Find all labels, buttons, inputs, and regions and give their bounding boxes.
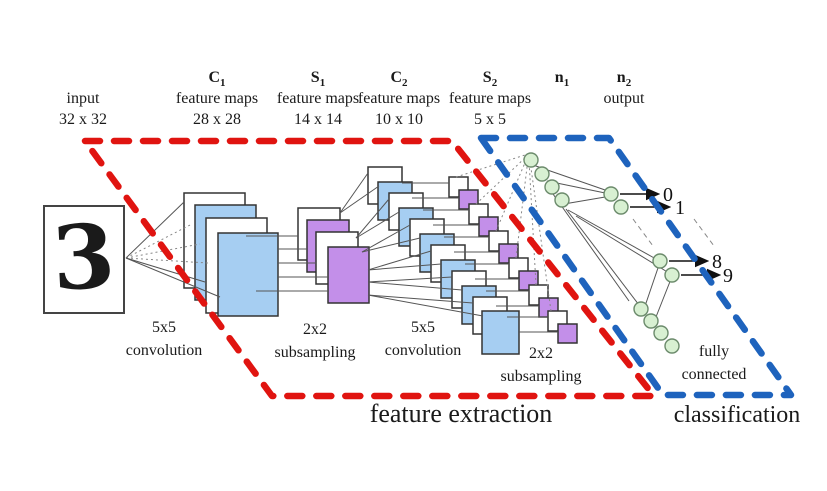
- connection-line: [361, 237, 421, 253]
- connection-line: [693, 218, 715, 247]
- connection-line: [125, 201, 185, 259]
- layer-symbol: n2: [616, 69, 632, 90]
- connection-line: [495, 157, 528, 232]
- n1-neuron: [633, 301, 649, 317]
- layer-symbol: C1: [208, 69, 226, 90]
- c2-feature-map: [481, 310, 520, 355]
- label-subsampling-1: 2x2 subsampling: [274, 321, 356, 361]
- feature-extraction-banner: feature extraction: [369, 399, 553, 428]
- n2-neuron: [603, 186, 619, 202]
- label-c2-column: C2 feature maps 10 x 10: [358, 67, 440, 130]
- connection-line: [563, 195, 612, 205]
- connection-line: [367, 250, 432, 271]
- layer-size: 10 x 10: [375, 111, 423, 128]
- connection-line: [653, 278, 672, 323]
- layer-size: 32 x 32: [59, 111, 107, 128]
- connection-line: [528, 159, 537, 286]
- feature-extraction-region: [81, 137, 658, 400]
- layer-symbol: C2: [390, 69, 408, 90]
- label-n1-column: n1: [555, 67, 569, 130]
- n1-neuron: [643, 313, 659, 329]
- label-input-column: input 32 x 32: [59, 67, 107, 130]
- n1-neuron: [523, 152, 539, 168]
- output-digit-label: 9: [723, 265, 733, 287]
- n1-neuron: [664, 338, 680, 354]
- classification-banner: classification: [673, 402, 801, 428]
- layer-size: 5 x 5: [474, 111, 506, 128]
- connection-line: [475, 156, 527, 205]
- connection-line: [529, 160, 552, 312]
- label-n2-column: n2 output: [604, 67, 645, 130]
- connection-line: [125, 257, 221, 298]
- connection-lines-layer: [125, 154, 715, 333]
- c1-feature-map: [217, 232, 279, 317]
- connection-line: [125, 223, 193, 259]
- label-s2-column: S2 feature maps 5 x 5: [449, 67, 531, 130]
- layer-symbol: n1: [554, 69, 570, 90]
- layer-desc: input: [66, 90, 100, 107]
- connection-line: [125, 257, 206, 283]
- connection-line: [355, 211, 400, 239]
- layer-symbol: S2: [482, 69, 498, 90]
- layer-desc: feature maps: [448, 90, 532, 107]
- connection-line: [367, 276, 453, 283]
- connection-line: [515, 158, 529, 259]
- connection-line: [643, 264, 660, 310]
- connection-line: [355, 198, 390, 239]
- neurons-layer: [523, 152, 680, 354]
- n1-neuron: [554, 192, 570, 208]
- layer-desc: feature maps: [276, 90, 360, 107]
- classification-region: [477, 134, 795, 399]
- connection-line: [565, 208, 640, 306]
- connection-line: [339, 172, 369, 214]
- connection-line: [361, 224, 411, 253]
- layer-size: [604, 109, 645, 130]
- layer-desc: output: [603, 90, 645, 107]
- layer-size: 14 x 14: [294, 111, 342, 128]
- feature-maps-layer: [183, 166, 578, 355]
- n1-neuron: [653, 325, 669, 341]
- label-fully-connected: fully connected: [681, 343, 747, 383]
- connection-line: [367, 281, 463, 291]
- connection-line: [552, 193, 630, 302]
- region-outlines-layer: [81, 134, 795, 400]
- input-image: 3: [43, 202, 125, 314]
- n2-neuron: [664, 267, 680, 283]
- label-subsampling-2: 2x2 subsampling: [500, 345, 582, 385]
- handwritten-digit: 3: [50, 202, 118, 311]
- label-convolution-1: 5x5 convolution: [125, 319, 203, 359]
- s1-feature-map: [327, 246, 370, 304]
- output-digit-label: 8: [712, 251, 722, 273]
- connection-line: [455, 154, 526, 178]
- layer-size: 28 x 28: [193, 111, 241, 128]
- layer-desc: [555, 88, 569, 109]
- connection-line: [367, 294, 474, 304]
- layer-symbol: S1: [310, 69, 326, 90]
- connection-line: [125, 257, 209, 264]
- layer-size: [555, 109, 569, 130]
- s2-feature-map: [557, 323, 578, 344]
- layer-symbol: [59, 67, 107, 88]
- label-s1-column: S1 feature maps 14 x 14: [277, 67, 359, 130]
- connection-line: [567, 209, 657, 260]
- n2-neuron: [613, 199, 629, 215]
- output-digit-label: 0: [663, 184, 673, 206]
- connection-line: [339, 185, 380, 214]
- label-c1-column: C1 feature maps 28 x 28: [176, 67, 258, 130]
- layer-desc: feature maps: [175, 90, 259, 107]
- output-digit-label: 1: [675, 197, 685, 219]
- n2-neuron: [652, 253, 668, 269]
- layer-desc: feature maps: [357, 90, 441, 107]
- connection-line: [367, 263, 442, 271]
- connection-line: [632, 218, 654, 247]
- n1-neuron: [534, 166, 550, 182]
- n1-neuron: [544, 179, 560, 195]
- connection-line: [367, 294, 484, 317]
- label-convolution-2: 5x5 convolution: [384, 319, 462, 359]
